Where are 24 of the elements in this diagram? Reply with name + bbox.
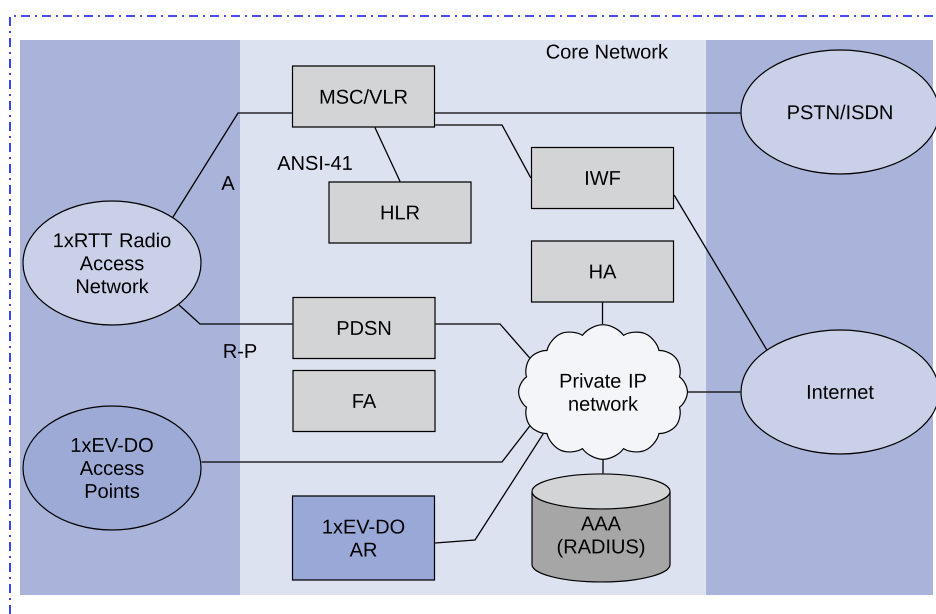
edge-label: ANSI-41 <box>277 156 352 170</box>
connector-line <box>436 323 530 358</box>
connector-line <box>202 426 530 463</box>
network-box: FA <box>292 370 436 432</box>
network-box: HA <box>530 240 674 303</box>
connector-line <box>602 302 604 324</box>
connector-line <box>674 194 768 350</box>
connector-line <box>172 112 292 218</box>
connector-line <box>435 124 532 178</box>
network-box: HLR <box>328 181 472 244</box>
database-cylinder: AAA (RADIUS) <box>531 473 671 583</box>
connector-line <box>374 127 401 182</box>
connector-line <box>435 112 740 114</box>
network-box: PDSN <box>292 296 436 360</box>
edge-label: R-P <box>224 344 256 358</box>
network-cloud: Private IP network <box>518 324 688 460</box>
network-box: IWF <box>530 146 674 210</box>
connector-line <box>688 391 740 393</box>
connector-line <box>178 304 292 325</box>
connector-line <box>435 434 544 544</box>
network-box: MSC/VLR <box>292 65 436 128</box>
connector-line <box>602 460 604 474</box>
edge-label: A <box>221 176 235 190</box>
network-box: 1xEV-DO AR <box>292 495 436 581</box>
